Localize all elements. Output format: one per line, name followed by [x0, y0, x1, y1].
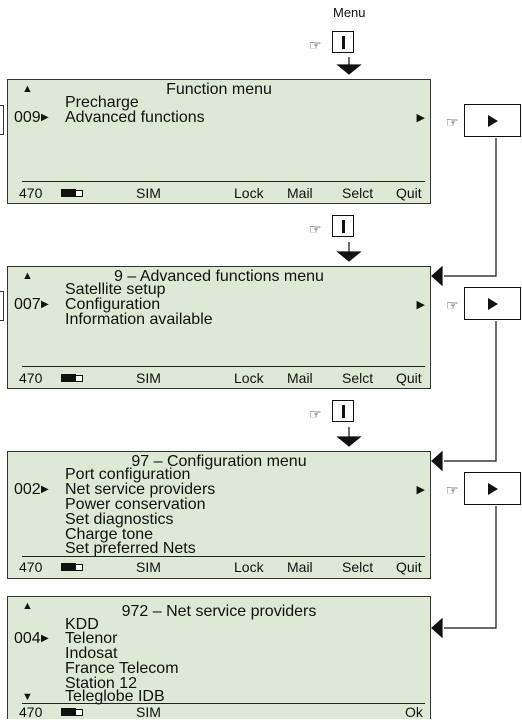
menu-number: 009: [14, 109, 41, 126]
menu-item[interactable]: France Telecom: [65, 660, 179, 677]
menu-number: 007: [14, 296, 41, 313]
left-key-edge: [0, 105, 4, 135]
battery-icon: [61, 708, 83, 716]
menu-item-selected[interactable]: Configuration: [65, 296, 161, 313]
softkey-divider: [22, 366, 425, 367]
status-value: 470: [19, 559, 43, 575]
scroll-up-arrow-icon: ▲: [22, 83, 33, 95]
net-service-providers-screen: ▲ 972 – Net service providers KDD 004 ▶ …: [7, 596, 431, 720]
menu-item[interactable]: Teleglobe IDB: [65, 688, 165, 705]
right-arrow-button-icon: [487, 297, 498, 310]
menu-item[interactable]: Set diagnostics: [65, 511, 174, 528]
menu-item[interactable]: Power conservation: [65, 496, 206, 513]
menu-number: 002: [14, 481, 41, 498]
pointing-hand-icon: ☞: [446, 297, 459, 313]
function-menu-screen: ▲ Function menu Precharge 009 ▶ Advanced…: [7, 79, 431, 204]
menu-item[interactable]: Port configuration: [65, 466, 191, 483]
right-arrow-button[interactable]: [464, 472, 521, 505]
status-value: 470: [19, 185, 43, 201]
scroll-up-arrow-icon: ▲: [22, 270, 33, 282]
screen-title: 972 – Net service providers: [121, 603, 317, 620]
right-arrow-button-icon: [487, 114, 498, 127]
menu-item-selected[interactable]: Net service providers: [65, 481, 216, 498]
left-key-edge: [0, 291, 4, 321]
selection-pointer-icon: ▶: [41, 484, 49, 495]
menu-key-label: Menu: [333, 5, 366, 20]
menu-item[interactable]: Charge tone: [65, 526, 154, 543]
pointing-hand-icon: ☞: [446, 114, 459, 130]
softkey-select[interactable]: Selct: [342, 559, 374, 575]
scroll-down-arrow-icon: ▼: [22, 691, 33, 703]
battery-icon: [61, 189, 83, 197]
pointing-hand-icon: ☞: [309, 37, 322, 53]
softkey-mail[interactable]: Mail: [287, 559, 313, 575]
scroll-up-arrow-icon: ▲: [22, 600, 33, 612]
status-value: 470: [19, 370, 43, 386]
softkey-divider: [22, 181, 425, 182]
battery-icon: [61, 374, 83, 382]
right-arrow-button[interactable]: [464, 104, 521, 137]
menu-item[interactable]: KDD: [65, 616, 99, 633]
menu-item-selected[interactable]: Advanced functions: [65, 109, 205, 126]
softkey-select[interactable]: Selct: [342, 370, 374, 386]
selection-pointer-icon: ▶: [41, 299, 49, 310]
menu-item[interactable]: Set preferred Nets: [65, 540, 196, 557]
pointing-hand-icon: ☞: [446, 482, 459, 498]
status-value: 470: [19, 704, 43, 720]
menu-item[interactable]: Station 12: [65, 675, 138, 692]
softkey-ok[interactable]: Ok: [405, 704, 423, 720]
screen-title: 97 – Configuration menu: [131, 453, 307, 470]
softkey-divider: [22, 703, 425, 704]
screen-title: 9 – Advanced functions menu: [114, 268, 324, 285]
softkey-select[interactable]: Selct: [342, 185, 374, 201]
softkey-lock[interactable]: Lock: [234, 185, 264, 201]
screen-title: Function menu: [166, 81, 272, 98]
menu-item[interactable]: Information available: [65, 311, 213, 328]
right-arrow-button-icon: [487, 482, 498, 495]
menu-number: 004: [14, 630, 41, 647]
menu-key[interactable]: [332, 400, 354, 422]
softkey-quit[interactable]: Quit: [396, 559, 422, 575]
submenu-arrow-icon: ▶: [416, 299, 425, 311]
advanced-functions-screen: ▲ 9 – Advanced functions menu Satellite …: [7, 266, 431, 389]
selection-pointer-icon: ▶: [41, 633, 49, 644]
softkey-sim[interactable]: SIM: [136, 185, 161, 201]
softkey-divider: [22, 556, 425, 557]
submenu-arrow-icon: ▶: [416, 484, 425, 496]
menu-item-selected[interactable]: Telenor: [65, 630, 118, 647]
softkey-quit[interactable]: Quit: [396, 185, 422, 201]
softkey-sim[interactable]: SIM: [136, 370, 161, 386]
softkey-mail[interactable]: Mail: [287, 370, 313, 386]
softkey-mail[interactable]: Mail: [287, 185, 313, 201]
menu-key[interactable]: [332, 215, 354, 237]
softkey-sim[interactable]: SIM: [136, 704, 161, 720]
pointing-hand-icon: ☞: [309, 221, 322, 237]
softkey-lock[interactable]: Lock: [234, 559, 264, 575]
menu-item[interactable]: Satellite setup: [65, 281, 166, 298]
right-arrow-button[interactable]: [464, 287, 521, 320]
menu-key[interactable]: [332, 31, 354, 53]
softkey-sim[interactable]: SIM: [136, 559, 161, 575]
selection-pointer-icon: ▶: [41, 112, 49, 123]
softkey-lock[interactable]: Lock: [234, 370, 264, 386]
menu-item[interactable]: Precharge: [65, 94, 139, 111]
submenu-arrow-icon: ▶: [416, 112, 425, 124]
softkey-quit[interactable]: Quit: [396, 370, 422, 386]
configuration-screen: 97 – Configuration menu Port configurati…: [7, 451, 431, 579]
pointing-hand-icon: ☞: [309, 406, 322, 422]
battery-icon: [61, 563, 83, 571]
menu-item[interactable]: Indosat: [65, 645, 118, 662]
